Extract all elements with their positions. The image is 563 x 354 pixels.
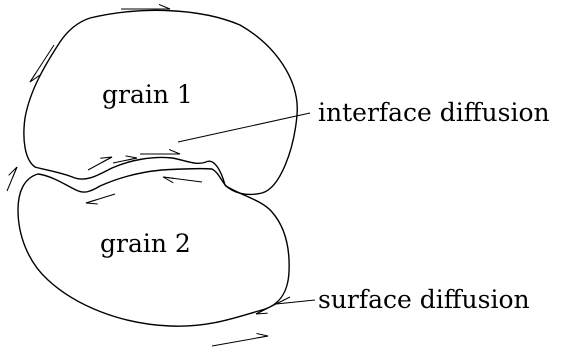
grain-1-label: grain 1 (102, 80, 193, 109)
arrow-surface-bottom (211, 336, 268, 347)
arrow-interface-down-left (85, 193, 116, 203)
arrow-surface-left-upper (29, 44, 55, 82)
interface-diffusion-label: interface diffusion (318, 98, 550, 127)
interface-leader-line (177, 112, 311, 143)
arrow-interface-left-up (87, 157, 113, 171)
arrow-surface-left-lower (6, 167, 18, 192)
grain-2-outline (17, 167, 290, 327)
surface-leader-line (275, 299, 316, 305)
arrow-interface-mid-left (112, 158, 137, 164)
arrow-surface-bottom-right (255, 296, 291, 314)
surface-diffusion-label: surface diffusion (318, 285, 530, 314)
grain-1-outline (23, 9, 298, 196)
grain-2-label: grain 2 (100, 229, 191, 258)
arrow-interface-back (163, 176, 203, 182)
